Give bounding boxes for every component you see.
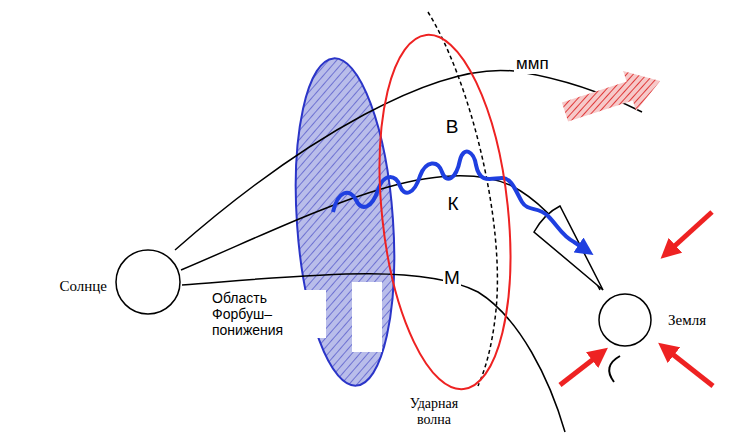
- sun-circle: Солнце: [115, 249, 181, 315]
- forbush-region: [286, 55, 405, 389]
- magnetic-cloud: В К М: [375, 24, 515, 400]
- region-label: Область Форбуш–понижения: [210, 290, 326, 338]
- solar-wind-arrow: [559, 61, 667, 132]
- particle-path: [333, 152, 586, 250]
- magnetosphere-arc: [609, 356, 620, 382]
- region-letter: В: [445, 117, 460, 138]
- field-line: [175, 70, 642, 250]
- earth-label: Земля: [668, 312, 706, 329]
- magnetic-cloud-outline: [375, 24, 515, 400]
- detector-cone: [534, 206, 603, 290]
- earth-circle: Земля: [598, 293, 652, 347]
- pressure-arrow: [560, 354, 600, 385]
- field-label: ммп: [514, 54, 551, 74]
- region-letter: К: [446, 194, 459, 215]
- earth-circle-outline: [598, 293, 652, 347]
- cutout: [352, 282, 382, 352]
- sun-circle-outline: [115, 249, 181, 315]
- sun-label: Солнце: [59, 278, 107, 295]
- pressure-arrow: [668, 212, 712, 252]
- pressure-arrow: [666, 349, 713, 386]
- region-letter: М: [443, 268, 461, 289]
- shock-wave: [428, 12, 497, 386]
- shock-label: Ударная волна: [392, 396, 476, 428]
